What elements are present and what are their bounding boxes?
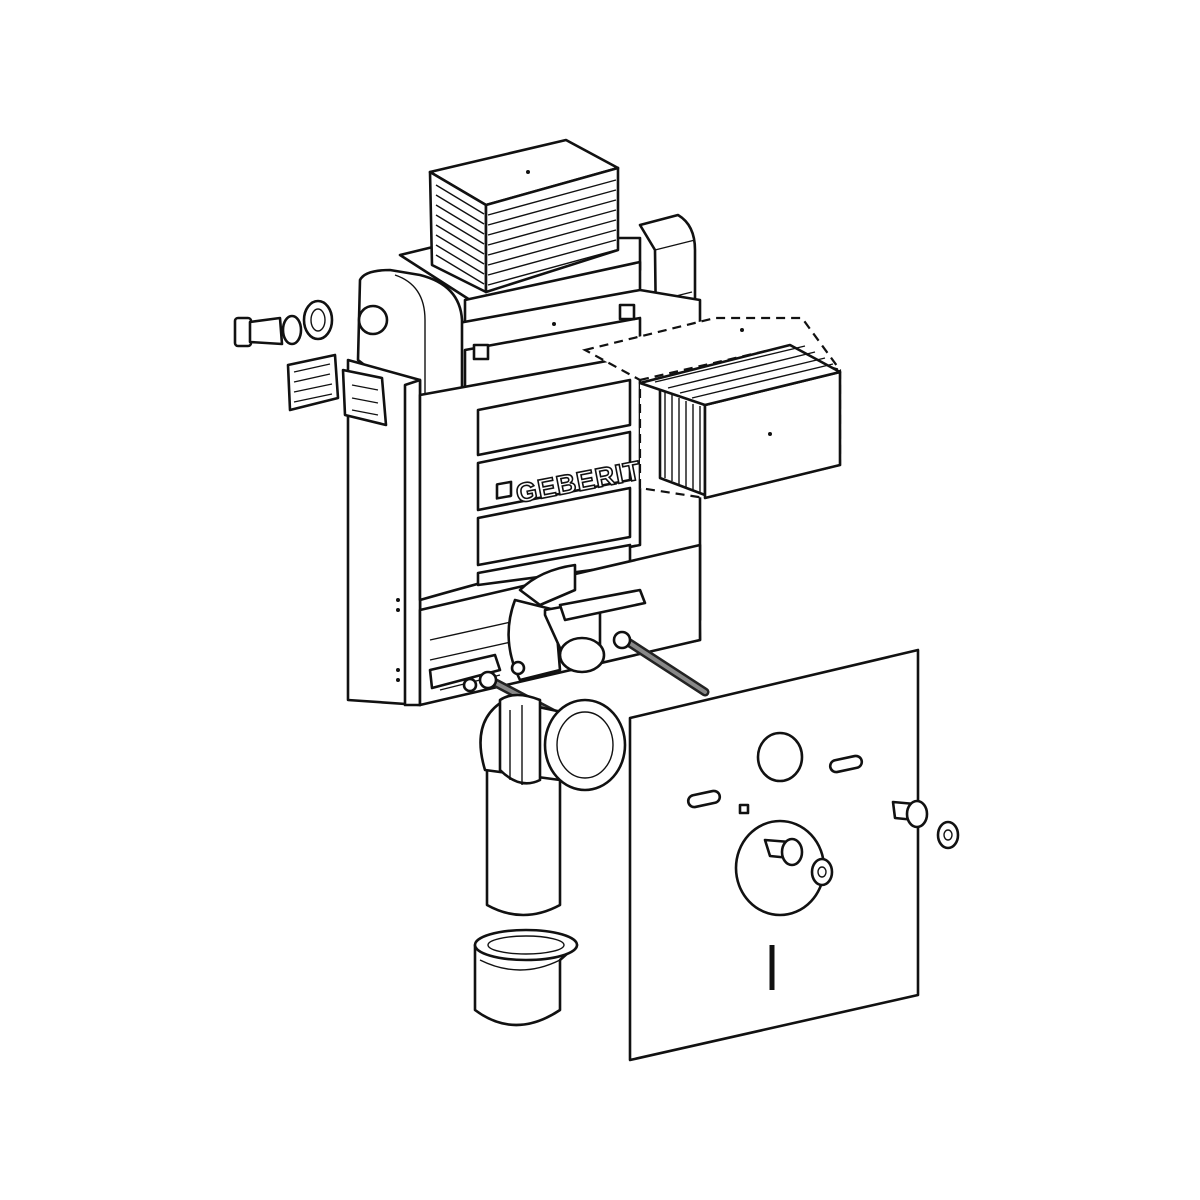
mounting-brackets xyxy=(286,353,388,427)
frame-left-upright xyxy=(346,358,422,707)
front-panel: GEBERIT xyxy=(418,353,645,602)
flush-bend-pipe xyxy=(479,693,627,917)
fixing-bolts xyxy=(763,799,960,887)
cistern-left-rounded xyxy=(356,268,464,402)
service-box-dashed xyxy=(581,316,842,500)
frame-bottom xyxy=(418,543,702,707)
side-fitting xyxy=(233,299,334,348)
logo-square-icon xyxy=(495,480,513,500)
cistern-top-box xyxy=(398,138,642,302)
pipe-connector-cap xyxy=(473,928,579,1027)
